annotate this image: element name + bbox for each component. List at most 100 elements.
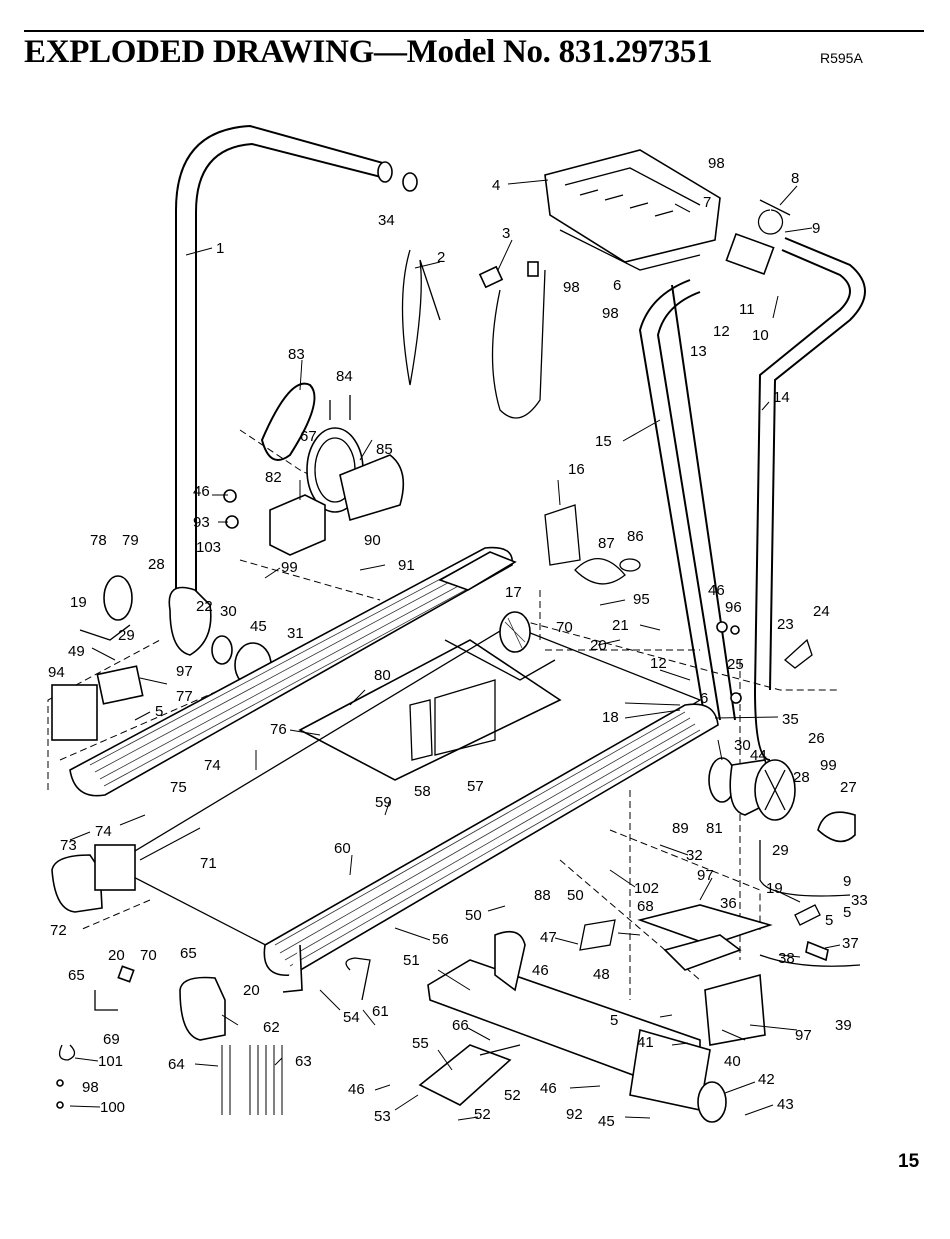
- part-frame-center: [298, 639, 562, 781]
- callout-70: 70: [556, 619, 573, 636]
- callout-74: 74: [204, 757, 221, 774]
- callout-labels-repeat: 6 12 9 5 5 5 19 20 20 65 70 29 28 30 99 …: [68, 279, 851, 1130]
- callout-18: 18: [602, 709, 619, 726]
- callout-20: 20: [243, 982, 260, 999]
- callout-47: 47: [540, 929, 557, 946]
- callout-44: 44: [750, 747, 767, 764]
- part-side-rail-right: [263, 703, 719, 993]
- callout-100: 100: [100, 1099, 125, 1116]
- callout-5: 5: [610, 1012, 618, 1029]
- callout-64: 64: [168, 1056, 185, 1073]
- callout-12: 12: [650, 655, 667, 672]
- callout-19: 19: [70, 594, 87, 611]
- callout-4: 4: [492, 177, 500, 194]
- callout-89: 89: [672, 820, 689, 837]
- callout-52: 52: [474, 1106, 491, 1123]
- part-small-hardware: [56, 489, 821, 1115]
- callout-25: 25: [727, 656, 744, 673]
- callout-29: 29: [772, 842, 789, 859]
- callout-6: 6: [613, 277, 621, 294]
- callout-15: 15: [595, 433, 612, 450]
- callout-46: 46: [532, 962, 549, 979]
- callout-39: 39: [835, 1017, 852, 1034]
- callout-43: 43: [777, 1096, 794, 1113]
- callout-76: 76: [270, 721, 287, 738]
- callout-40: 40: [724, 1053, 741, 1070]
- page-title: EXPLODED DRAWING—Model No. 831.297351: [24, 34, 713, 70]
- callout-5: 5: [843, 904, 851, 921]
- callout-20: 20: [590, 637, 607, 654]
- callout-65: 65: [68, 967, 85, 984]
- callout-83: 83: [288, 346, 305, 363]
- callout-77: 77: [176, 688, 193, 705]
- callout-50: 50: [567, 887, 584, 904]
- callout-32: 32: [686, 847, 703, 864]
- callout-14: 14: [773, 389, 790, 406]
- callout-98: 98: [82, 1079, 99, 1096]
- callout-98: 98: [563, 279, 580, 296]
- part-side-rail-left: [69, 546, 517, 797]
- callout-99: 99: [820, 757, 837, 774]
- callout-80: 80: [374, 667, 391, 684]
- callout-56: 56: [432, 931, 449, 948]
- callout-90: 90: [364, 532, 381, 549]
- callout-93: 93: [193, 514, 210, 531]
- callout-70: 70: [140, 947, 157, 964]
- callout-46: 46: [193, 483, 210, 500]
- callout-48: 48: [593, 966, 610, 983]
- callout-94: 94: [48, 664, 65, 681]
- callout-74: 74: [95, 823, 112, 840]
- callout-21: 21: [612, 617, 629, 634]
- part-base-frame: [345, 930, 727, 1123]
- callout-51: 51: [403, 952, 420, 969]
- part-incline-motor: [418, 1044, 521, 1106]
- callout-46: 46: [348, 1081, 365, 1098]
- callout-57: 57: [467, 778, 484, 795]
- callout-38: 38: [778, 950, 795, 967]
- callout-11: 11: [739, 301, 755, 318]
- callout-59: 59: [375, 794, 392, 811]
- callout-85: 85: [376, 441, 393, 458]
- part-upright-right: [753, 237, 866, 761]
- callout-65: 65: [180, 945, 197, 962]
- callout-69: 69: [103, 1031, 120, 1048]
- callout-31: 31: [287, 625, 304, 642]
- callout-20: 20: [108, 947, 125, 964]
- callout-27: 27: [840, 779, 857, 796]
- document-code: R595A: [820, 50, 863, 66]
- callout-6: 6: [700, 690, 708, 707]
- callout-62: 62: [263, 1019, 280, 1036]
- callout-91: 91: [398, 557, 415, 574]
- callout-68: 68: [637, 898, 654, 915]
- callout-24: 24: [813, 603, 830, 620]
- callout-71: 71: [200, 855, 217, 872]
- callout-9: 9: [843, 873, 851, 890]
- callout-63: 63: [295, 1053, 312, 1070]
- page-number: 15: [898, 1151, 920, 1172]
- callout-23: 23: [777, 616, 794, 633]
- callout-66: 66: [452, 1017, 469, 1034]
- callout-102: 102: [634, 880, 659, 897]
- callout-55: 55: [412, 1035, 429, 1052]
- callout-28: 28: [793, 769, 810, 786]
- callout-50: 50: [465, 907, 482, 924]
- callout-46: 46: [708, 582, 725, 599]
- callout-97: 97: [176, 663, 193, 680]
- part-upright-left: [175, 124, 418, 611]
- callout-8: 8: [791, 170, 799, 187]
- callout-52: 52: [504, 1087, 521, 1104]
- callout-81: 81: [706, 820, 723, 837]
- callout-35: 35: [782, 711, 799, 728]
- callout-12: 12: [713, 323, 730, 340]
- callout-41: 41: [637, 1034, 654, 1051]
- callout-82: 82: [265, 469, 282, 486]
- callout-labels: 1 2 3 4 5 6 7 8 9 10 11 12 13 14 15 16 1…: [48, 155, 868, 1125]
- callout-97: 97: [697, 867, 714, 884]
- callout-42: 42: [758, 1071, 775, 1088]
- callout-2: 2: [437, 249, 445, 266]
- callout-33: 33: [851, 892, 868, 909]
- callout-87: 87: [598, 535, 615, 552]
- callout-101: 101: [98, 1053, 123, 1070]
- callout-1: 1: [216, 240, 224, 257]
